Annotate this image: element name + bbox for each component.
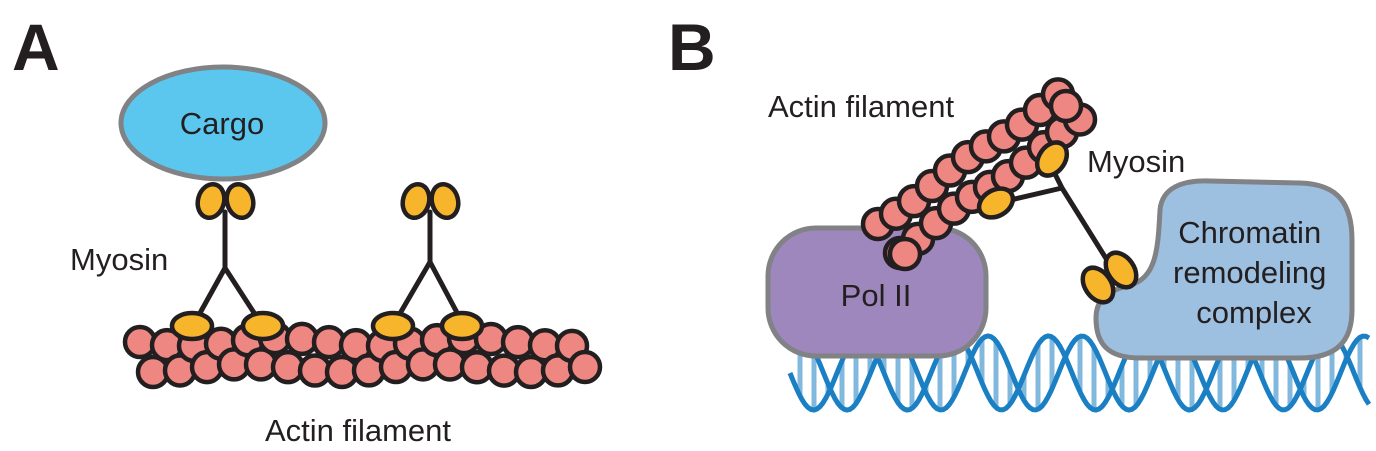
myosin-label-a: Myosin xyxy=(70,242,168,277)
myosin-head xyxy=(1034,140,1070,178)
actin-subunit xyxy=(567,349,603,385)
myosin-stalk-2 xyxy=(392,209,465,325)
cargo-ellipse xyxy=(118,64,328,182)
actin-label-a: Actin filament xyxy=(265,413,451,448)
myosin-label-b: Myosin xyxy=(1087,144,1185,179)
dna-strand xyxy=(787,333,1372,413)
panel-b: B Pol II Chromatin remodeling complex Ac… xyxy=(668,10,1372,413)
actin-filament-a xyxy=(122,320,603,390)
myosin-head xyxy=(195,181,227,221)
chromatin-label: Chromatin remodeling complex xyxy=(1173,215,1335,330)
actin-label-b: Actin filament xyxy=(768,89,954,124)
myosin-head xyxy=(240,310,286,342)
myosin-head xyxy=(224,181,256,221)
actin-subunit xyxy=(887,236,923,272)
myosin-head xyxy=(370,310,416,342)
cargo-label: Cargo xyxy=(180,106,264,141)
panel-a: A Cargo Myosin Actin filament xyxy=(12,10,603,448)
myosin-head xyxy=(169,310,215,342)
chromatin-label-line: complex xyxy=(1196,295,1312,330)
myosin-head xyxy=(976,186,1016,220)
panel-a-letter: A xyxy=(12,10,60,84)
myosin-head xyxy=(429,181,461,221)
actin-subunit xyxy=(1048,88,1084,124)
panel-b-letter: B xyxy=(668,10,716,84)
pol-ii-label: Pol II xyxy=(841,278,912,313)
myosin-head xyxy=(439,310,485,342)
chromatin-label-line: remodeling xyxy=(1173,255,1326,290)
myosin-head xyxy=(1103,250,1139,290)
myosin-stalk-1 xyxy=(192,209,263,325)
chromatin-label-line: Chromatin xyxy=(1178,215,1321,250)
myosin-head xyxy=(400,181,432,221)
